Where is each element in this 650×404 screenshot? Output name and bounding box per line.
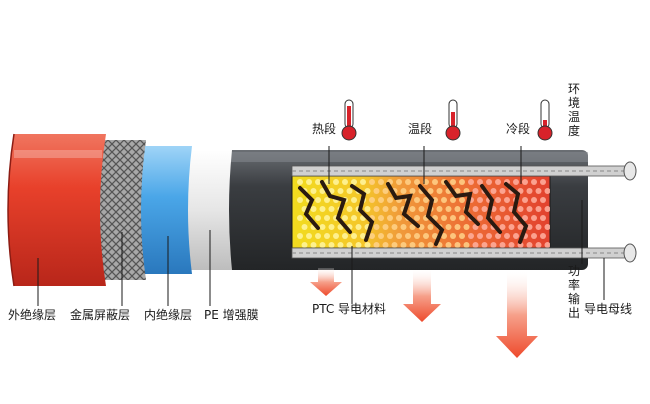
- label-cold-zone: 冷段: [506, 122, 531, 136]
- thermometer-cold-icon: [537, 99, 553, 141]
- heat-arrow-small: [310, 268, 342, 296]
- thermometer-warm-icon: [445, 99, 461, 141]
- thermometer-hot-icon: [341, 99, 357, 141]
- label-ambient-temp: 环境温度: [567, 82, 580, 138]
- bus-wires: [291, 161, 637, 263]
- leader-lines: [37, 146, 605, 306]
- label-inner-insulation: 内绝缘层: [144, 308, 193, 322]
- pe-layer: [184, 149, 232, 271]
- outer-insulation-layer: [7, 133, 106, 287]
- label-pe-layer: PE 增强膜: [204, 308, 259, 322]
- label-bus-wire: 导电母线: [584, 302, 633, 316]
- label-ptc-material: PTC 导电材料: [312, 302, 387, 316]
- label-metal-shield: 金属屏蔽层: [70, 308, 131, 322]
- label-warm-zone: 温段: [408, 122, 433, 136]
- inner-insulation-layer: [135, 145, 192, 275]
- label-outer-insulation: 外绝缘层: [8, 308, 57, 322]
- heat-arrow-large: [496, 272, 538, 358]
- label-power-output: 功率输出: [567, 264, 580, 320]
- heat-arrow-medium: [403, 270, 441, 322]
- ptc-material: [291, 175, 551, 249]
- label-hot-zone: 热段: [312, 122, 337, 136]
